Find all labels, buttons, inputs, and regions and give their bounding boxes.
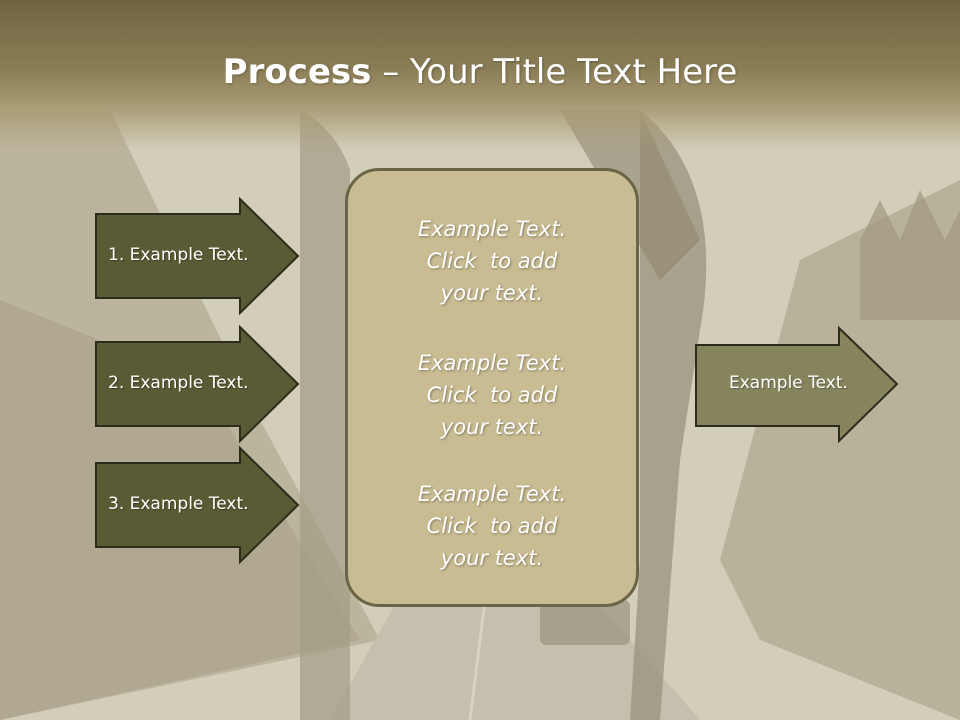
left-arrow-1-shape[interactable]: [95, 196, 300, 316]
left-arrow-3-label: 3. Example Text.: [108, 494, 249, 514]
block-1-line-2: Click to add: [426, 249, 558, 273]
block-3-line-3: your text.: [440, 546, 544, 570]
title-bold: Process: [222, 52, 372, 92]
center-text-box[interactable]: [345, 168, 639, 607]
left-arrow-2-shape[interactable]: [95, 324, 300, 444]
title-rest: Your Title Text Here: [410, 52, 738, 92]
right-arrow-label: Example Text.: [729, 373, 848, 393]
block-2-line-3: your text.: [440, 415, 544, 439]
slide-title: Process – Your Title Text Here: [0, 52, 960, 92]
block-1-line-1: Example Text.: [417, 217, 567, 241]
title-banner: [0, 0, 960, 150]
left-arrow-2-label: 2. Example Text.: [108, 373, 249, 393]
center-text-block-3[interactable]: Example Text. Click to add your text.: [345, 478, 639, 574]
title-dash: –: [371, 52, 411, 92]
block-2-line-1: Example Text.: [417, 351, 567, 375]
block-2-line-2: Click to add: [426, 383, 558, 407]
center-text-block-2[interactable]: Example Text. Click to add your text.: [345, 347, 639, 443]
block-1-line-3: your text.: [440, 281, 544, 305]
block-3-line-1: Example Text.: [417, 482, 567, 506]
right-arrow-shape[interactable]: [695, 325, 899, 444]
center-text-block-1[interactable]: Example Text. Click to add your text.: [345, 213, 639, 309]
block-3-line-2: Click to add: [426, 514, 558, 538]
left-arrow-1-label: 1. Example Text.: [108, 245, 249, 265]
left-arrow-3-shape[interactable]: [95, 445, 300, 565]
